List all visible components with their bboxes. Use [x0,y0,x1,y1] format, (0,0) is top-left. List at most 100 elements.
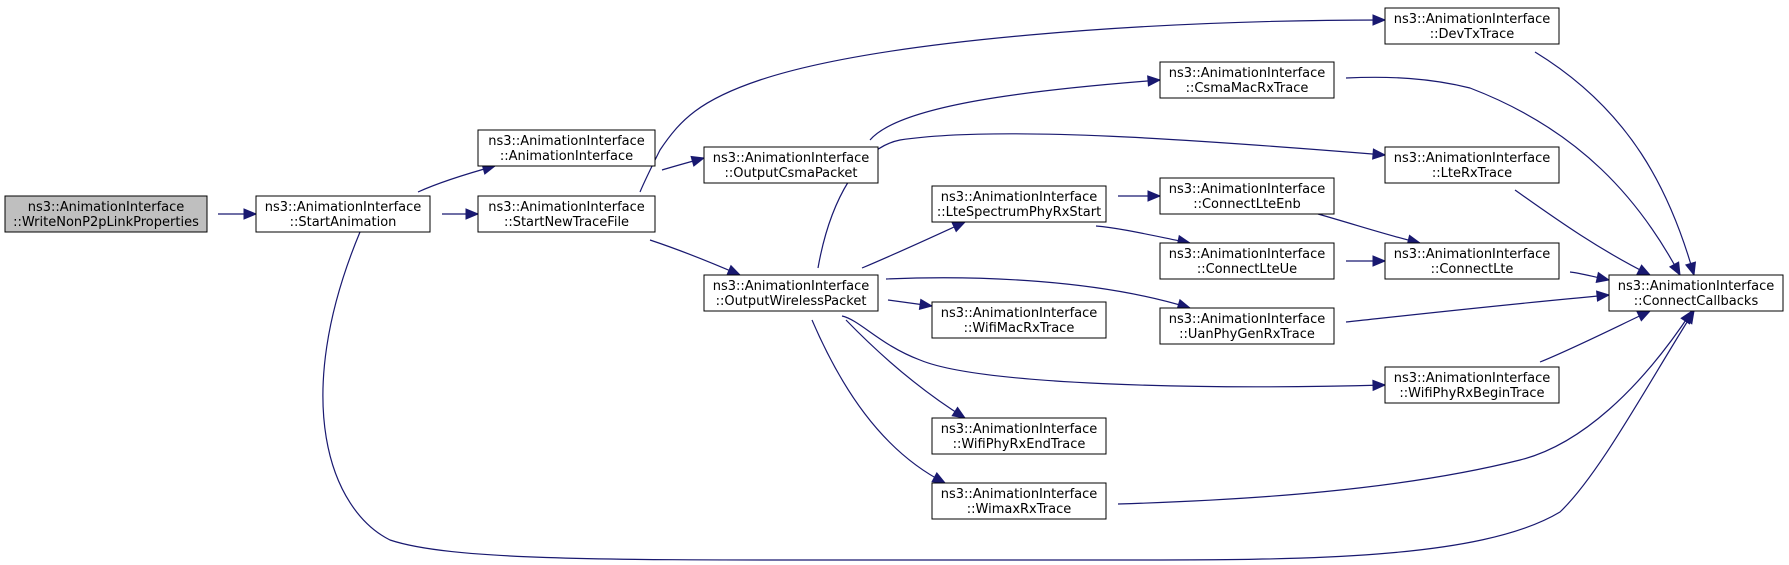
node-box[interactable] [1384,242,1560,280]
node-method-label: ::LteSpectrumPhyRxStart [937,205,1101,220]
edge-connect_lte-to-connect_lte_enb [1317,213,1422,246]
edge-animation_interface-to-start_animation [417,163,497,193]
edge-connect_callbacks-to-csma_mac_rx_trace [1345,76,1681,277]
node-uan-phy-gen-rx-trace[interactable]: ns3::AnimationInterface::UanPhyGenRxTrac… [1159,307,1335,345]
node-class-label: ns3::AnimationInterface [488,134,645,149]
node-box[interactable] [477,195,656,233]
node-method-label: ::WriteNonP2pLinkProperties [13,215,199,230]
edge-connect_lte-to-connect_lte_ue [1346,255,1387,267]
nodes-layer: ns3::AnimationInterface::WriteNonP2pLink… [4,7,1784,520]
edge-wifi_mac_rx_trace-to-output_wireless_packet [887,298,934,310]
edge-line [1345,76,1681,276]
node-box[interactable] [1384,7,1560,45]
edge-output_wireless_packet-to-start_new_trace_file [649,239,742,276]
node-lte-rx-trace[interactable]: ns3::AnimationInterface::LteRxTrace [1384,146,1560,184]
node-method-label: ::ConnectLteUe [1197,262,1297,277]
edge-arrowhead [1668,261,1681,277]
node-method-label: ::WifiMacRxTrace [964,321,1075,336]
edge-lte_spectrum_phy_rx_start-to-output_wireless_packet [861,221,967,269]
node-class-label: ns3::AnimationInterface [713,279,870,294]
node-box[interactable] [1159,177,1335,215]
node-start-animation[interactable]: ns3::AnimationInterface::StartAnimation [255,195,431,233]
node-wifi-mac-rx-trace[interactable]: ns3::AnimationInterface::WifiMacRxTrace [931,301,1107,339]
edge-arrowhead [931,472,947,484]
node-box[interactable] [1608,274,1784,312]
edge-arrowhead [690,155,706,167]
edge-line [1095,225,1191,244]
edge-line [817,133,1386,269]
edge-arrowhead [1147,190,1162,202]
edge-arrowhead [1372,255,1387,267]
node-connect-lte[interactable]: ns3::AnimationInterface::ConnectLte [1384,242,1560,280]
node-start-new-trace-file[interactable]: ns3::AnimationInterface::StartNewTraceFi… [477,195,656,233]
edge-lte_rx_trace-to-output_wireless_packet [817,133,1387,269]
edge-start_new_trace_file-to-start_animation [442,208,480,220]
edge-arrowhead [726,264,742,276]
node-output-csma-packet[interactable]: ns3::AnimationInterface::OutputCsmaPacke… [703,146,879,184]
node-class-label: ns3::AnimationInterface [1169,312,1326,327]
edge-connect_callbacks-to-wimax_rx_trace [1117,309,1693,505]
node-connect-lte-enb[interactable]: ns3::AnimationInterface::ConnectLteEnb [1159,177,1335,215]
edge-arrowhead [1147,75,1162,87]
node-box[interactable] [931,417,1107,455]
node-write-non-p2p[interactable]: ns3::AnimationInterface::WriteNonP2pLink… [4,195,208,233]
node-output-wireless-packet[interactable]: ns3::AnimationInterface::OutputWirelessP… [703,274,879,312]
edge-line [841,315,1386,388]
node-box[interactable] [1159,61,1335,99]
node-method-label: ::OutputCsmaPacket [725,166,858,181]
edge-arrowhead [1595,271,1611,283]
node-box[interactable] [1159,307,1335,345]
node-class-label: ns3::AnimationInterface [941,487,1098,502]
node-class-label: ns3::AnimationInterface [1618,279,1775,294]
node-method-label: ::ConnectLteEnb [1193,197,1301,212]
node-class-label: ns3::AnimationInterface [1394,371,1551,386]
node-box[interactable] [931,301,1107,339]
edge-connect_callbacks-to-dev_tx_trace [1534,51,1697,277]
node-method-label: ::ConnectLte [1431,262,1514,277]
edge-output_csma_packet-to-start_new_trace_file [661,155,706,171]
node-connect-callbacks[interactable]: ns3::AnimationInterface::ConnectCallback… [1608,274,1784,312]
edge-connect_callbacks-to-uan_phy_gen_rx_trace [1345,290,1611,323]
node-csma-mac-rx-trace[interactable]: ns3::AnimationInterface::CsmaMacRxTrace [1159,61,1335,99]
node-class-label: ns3::AnimationInterface [488,200,645,215]
node-box[interactable] [703,274,879,312]
node-box[interactable] [1159,242,1335,280]
node-wifi-phy-rx-end-trace[interactable]: ns3::AnimationInterface::WifiPhyRxEndTra… [931,417,1107,455]
edges-layer [218,14,1697,561]
node-box[interactable] [4,195,208,233]
node-box[interactable] [1384,366,1560,404]
edge-arrowhead [243,208,258,220]
node-method-label: ::ConnectCallbacks [1634,294,1759,309]
edge-line [1117,310,1693,505]
edge-arrowhead [951,221,967,233]
edge-line [649,239,741,276]
node-method-label: ::OutputWirelessPacket [716,294,867,309]
node-lte-spectrum-phy-rx-start[interactable]: ns3::AnimationInterface::LteSpectrumPhyR… [931,185,1107,223]
node-method-label: ::AnimationInterface [500,149,633,164]
node-box[interactable] [703,146,879,184]
edge-connect_callbacks-to-connect_lte [1569,271,1611,283]
node-wifi-phy-rx-begin-trace[interactable]: ns3::AnimationInterface::WifiPhyRxBeginT… [1384,366,1560,404]
node-class-label: ns3::AnimationInterface [1169,247,1326,262]
edge-connect_lte_enb-to-lte_spectrum_phy_rx_start [1118,190,1162,202]
node-animation-interface[interactable]: ns3::AnimationInterface::AnimationInterf… [477,129,656,167]
edge-line [1534,51,1695,276]
node-box[interactable] [1384,146,1560,184]
node-method-label: ::WifiPhyRxEndTrace [953,437,1086,452]
node-method-label: ::StartNewTraceFile [504,215,629,230]
edge-line [1539,310,1651,363]
node-connect-lte-ue[interactable]: ns3::AnimationInterface::ConnectLteUe [1159,242,1335,280]
edge-arrowhead [918,298,934,310]
node-class-label: ns3::AnimationInterface [941,306,1098,321]
node-box[interactable] [477,129,656,167]
node-class-label: ns3::AnimationInterface [1394,151,1551,166]
node-box[interactable] [255,195,431,233]
edge-line [639,19,1386,193]
node-dev-tx-trace[interactable]: ns3::AnimationInterface::DevTxTrace [1384,7,1560,45]
edge-arrowhead [1596,290,1611,302]
node-box[interactable] [931,185,1107,223]
node-wimax-rx-trace[interactable]: ns3::AnimationInterface::WimaxRxTrace [931,482,1107,520]
edge-arrowhead [951,406,967,419]
node-box[interactable] [931,482,1107,520]
